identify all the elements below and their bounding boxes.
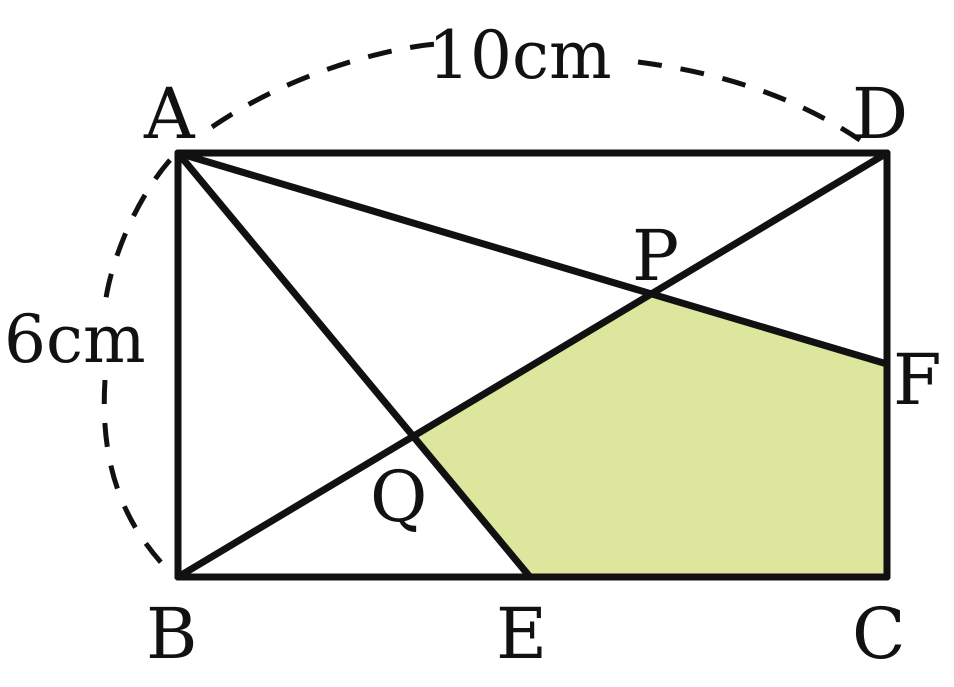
label-b: B — [146, 593, 197, 675]
label-c: C — [852, 593, 906, 675]
left-dimension-arc-upper — [103, 158, 172, 299]
label-q: Q — [370, 456, 427, 538]
label-left-dimension: 6cm — [4, 301, 146, 378]
segment-af — [174, 149, 891, 368]
left-dimension-arc-lower — [101, 379, 170, 572]
label-top-dimension: 10cm — [428, 17, 612, 94]
top-dimension-arc — [210, 41, 441, 130]
top-dimension-arc-right — [637, 59, 862, 143]
label-a: A — [143, 73, 196, 155]
diagonal-bd — [174, 149, 891, 581]
shaded-region-qpfce — [415, 294, 887, 577]
label-p: P — [632, 215, 679, 297]
label-f: F — [893, 339, 942, 421]
label-e: E — [496, 593, 547, 675]
label-d: D — [852, 73, 908, 155]
segment-ae — [174, 149, 534, 581]
